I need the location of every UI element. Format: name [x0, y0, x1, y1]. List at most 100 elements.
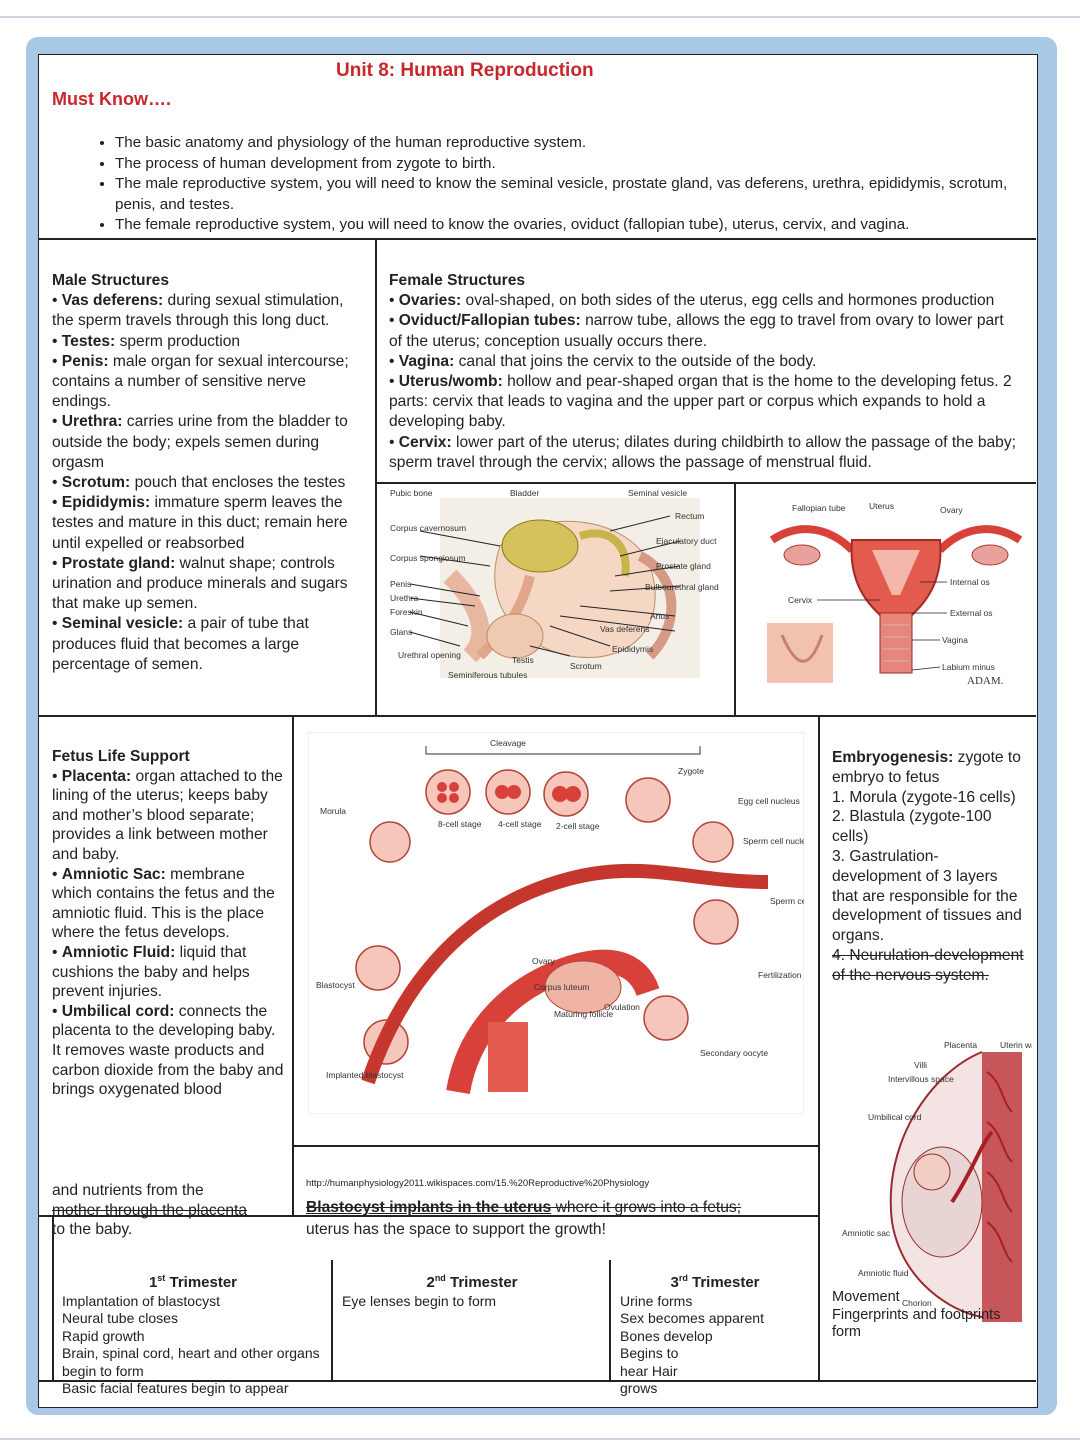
- list-item: The female reproductive system, you will…: [115, 215, 1015, 236]
- blastocyst-note-line2: uterus has the space to support the grow…: [306, 1221, 606, 1238]
- bottom-rule: [0, 1438, 1080, 1440]
- definition-item: • Oviduct/Fallopian tubes: narrow tube, …: [389, 312, 1004, 350]
- divider-right-bottom: [818, 1380, 1036, 1382]
- label-zygote: Zygote: [678, 766, 704, 776]
- term: Amniotic Fluid:: [61, 943, 176, 961]
- label-labium-minus: Labium minus: [942, 662, 995, 672]
- trimester-label: Trimester: [687, 1274, 760, 1291]
- definition: hollow and pear-shaped organ that is the…: [389, 373, 1012, 431]
- label-secondary-oocyte: Secondary oocyte: [700, 1048, 768, 1058]
- divider-fetus: [292, 715, 294, 1215]
- label-uterus: Uterus: [869, 501, 894, 511]
- trimester-item: Neural tube closes: [62, 1310, 178, 1326]
- definition: immature sperm leaves the testes and mat…: [52, 494, 348, 552]
- blastocyst-note-line1: Blastocyst implants in the uterus where …: [306, 1197, 816, 1219]
- label-prostate-gland: Prostate gland: [656, 561, 711, 571]
- trimester-item: hear Hair: [620, 1362, 678, 1379]
- definition-item: • Uterus/womb: hollow and pear-shaped or…: [389, 373, 1012, 431]
- term: Placenta:: [61, 767, 132, 785]
- label-pubic-bone: Pubic bone: [390, 488, 433, 498]
- definition-item: • Umbilical cord: connects the placenta …: [52, 1002, 284, 1099]
- term: Penis:: [61, 352, 109, 370]
- term: Testes:: [61, 332, 116, 350]
- definition: a pair of tube that produces fluid that …: [52, 615, 309, 673]
- divider-middle: [38, 715, 1036, 717]
- definition: narrow tube, allows the egg to travel fr…: [389, 312, 1004, 350]
- term: Amniotic Sac:: [61, 865, 166, 883]
- label-internal-os: Internal os: [950, 577, 990, 587]
- trimester-1: 1st Trimester Implantation of blastocyst…: [62, 1270, 324, 1398]
- definition: zygote to embryo to fetus: [832, 749, 1021, 786]
- label-morula: Morula: [320, 806, 346, 816]
- definition-item: • Urethra: carries urine from the bladde…: [52, 413, 348, 471]
- definition-item: • Testes: sperm production: [52, 332, 241, 350]
- label-villi: Villi: [914, 1060, 927, 1070]
- must-know-list: The basic anatomy and physiology of the …: [80, 133, 1015, 236]
- trimester-number: 3: [670, 1274, 679, 1291]
- definition-item: • Penis: male organ for sexual intercour…: [52, 352, 349, 411]
- label-epididymis: Epididymis: [612, 644, 653, 654]
- definition: membrane which contains the fetus and th…: [52, 865, 275, 942]
- divider-trimester-top: [38, 1215, 819, 1217]
- fetus-continuation: and nutrients from the mother through th…: [52, 1181, 288, 1240]
- label-scrotum: Scrotum: [570, 661, 602, 671]
- divider-male-female: [375, 238, 377, 716]
- label-blastocyst: Blastocyst: [316, 980, 355, 990]
- cleavage-fertilization-diagram: Cleavage Zygote Morula 8-cell stage 4-ce…: [308, 732, 804, 1114]
- label-intervillous-space: Intervillous space: [888, 1074, 954, 1084]
- trimester-number: 2: [426, 1274, 435, 1291]
- embryogenesis-intro: Embryogenesis: zygote to embryo to fetus: [832, 748, 1024, 788]
- trimester-label: Trimester: [445, 1274, 518, 1291]
- label-chorion: Chorion: [902, 1298, 932, 1308]
- term: Embryogenesis:: [832, 749, 954, 766]
- trimester-item: Begins to: [620, 1345, 679, 1361]
- term: Ovaries:: [398, 292, 462, 310]
- term: Uterus/womb:: [398, 373, 503, 391]
- trimester-label: Trimester: [165, 1274, 238, 1291]
- definition: lower part of the uterus; dilates during…: [389, 433, 1016, 471]
- embryogenesis-step: 4. Neurulation-development of the nervou…: [832, 946, 1024, 984]
- definition-item: • Vagina: canal that joins the cervix to…: [389, 352, 817, 370]
- divider-cleavage: [292, 1145, 819, 1147]
- male-structures: Male Structures • Vas deferens: during s…: [52, 271, 364, 675]
- label-testis: Testis: [512, 655, 534, 665]
- trimester-1-heading: 1st Trimester: [62, 1270, 324, 1292]
- term: Epididymis:: [61, 494, 151, 512]
- label-cervix: Cervix: [788, 595, 813, 605]
- continuation-line: mother through the placenta: [52, 1201, 248, 1219]
- definition: oval-shaped, on both sides of the uterus…: [461, 292, 995, 310]
- label-glans: Glans: [390, 627, 412, 637]
- label-8-cell: 8-cell stage: [438, 819, 482, 829]
- definition-item: • Scrotum: pouch that encloses the teste…: [52, 474, 346, 492]
- definition: male organ for sexual intercourse; conta…: [52, 352, 349, 411]
- label-anus: Anus: [650, 611, 669, 621]
- label-bulbourethral-gland: Bulbourethral gland: [645, 582, 719, 592]
- definition: connects the placenta to the developing …: [52, 1002, 284, 1099]
- label-fertilization: Fertilization: [758, 970, 802, 980]
- top-rule: [0, 16, 1080, 18]
- divider-diagrams: [734, 482, 736, 716]
- label-placenta: Placenta: [944, 1040, 977, 1050]
- label-4-cell: 4-cell stage: [498, 819, 542, 829]
- term: Umbilical cord:: [61, 1002, 175, 1020]
- placenta-diagram: Placenta Uterin wall Villi Intervillous …: [842, 1040, 1032, 1322]
- label-bladder: Bladder: [510, 488, 539, 498]
- female-anatomy-diagram: Fallopian tube Uterus Ovary Cervix Inter…: [767, 501, 1023, 687]
- embryogenesis-step: 1. Morula (zygote-16 cells): [832, 788, 1016, 806]
- blastocyst-bold: Blastocyst implants in the uterus: [306, 1199, 552, 1216]
- label-vas-deferens: Vas deferens: [600, 624, 649, 634]
- label-urethra: Urethra: [390, 593, 419, 603]
- source-url: http://humanphysiology2011.wikispaces.co…: [306, 1178, 650, 1189]
- label-external-os: External os: [950, 608, 993, 618]
- continuation-line: to the baby.: [52, 1221, 133, 1239]
- third-trimester-continued: Movement Fingerprints and footprints for…: [832, 1289, 1022, 1342]
- label-foreskin: Foreskin: [390, 607, 423, 617]
- definition-item: • Ovaries: oval-shaped, on both sides of…: [389, 292, 995, 310]
- divider-tri-1-2: [331, 1260, 333, 1380]
- trimester-item: Sex becomes apparent: [620, 1310, 764, 1326]
- label-umbilical-cord: Umbilical cord: [868, 1112, 922, 1122]
- trimester-left-edge: [52, 1215, 54, 1380]
- label-maturing-follicle: Maturing follicle: [554, 1009, 613, 1019]
- trimester-number: 1: [148, 1274, 158, 1291]
- trimester-item: Eye lenses begin to form: [342, 1292, 497, 1309]
